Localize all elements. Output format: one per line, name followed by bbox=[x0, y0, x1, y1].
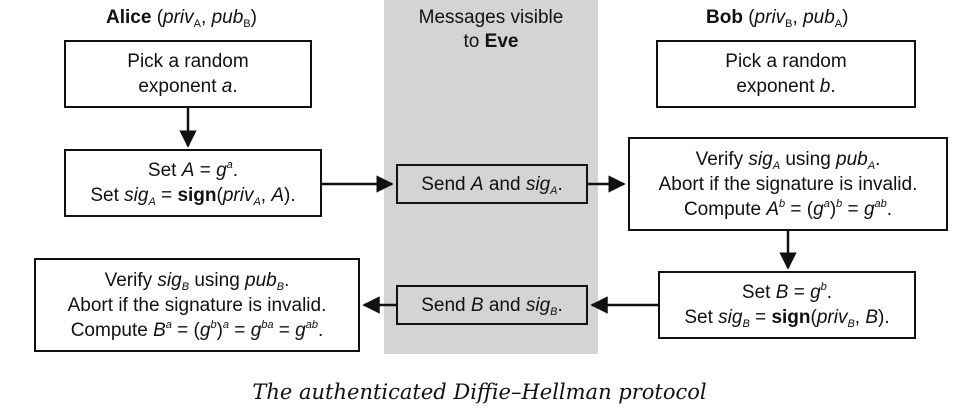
eve-title-line-1: Messages visible bbox=[418, 7, 564, 28]
bob-verify-box: Verify sigA using pubA. Abort if the sig… bbox=[628, 137, 948, 231]
eve-title-line-2: to Eve bbox=[463, 31, 519, 52]
bob-pick-exponent-box: Pick a random exponent b. bbox=[656, 40, 916, 108]
bob-compute-and-sign-box: Set B = gb. Set sigB = sign(privB, B). bbox=[658, 271, 916, 339]
send-a-message-box: Send A and sigA. bbox=[396, 164, 588, 204]
bob-column-title: Bob (privB, pubA) bbox=[706, 7, 849, 30]
eve-column-title: Messages visible to Eve bbox=[384, 6, 598, 54]
figure-caption: The authenticated Diffie–Hellman protoco… bbox=[252, 380, 707, 404]
alice-pick-exponent-box: Pick a random exponent a. bbox=[64, 40, 312, 108]
alice-compute-and-sign-box: Set A = ga. Set sigA = sign(privA, A). bbox=[64, 149, 322, 217]
send-b-message-box: Send B and sigB. bbox=[396, 285, 588, 325]
alice-verify-box: Verify sigB using pubB. Abort if the sig… bbox=[34, 258, 360, 352]
alice-column-title: Alice (privA, pubB) bbox=[106, 7, 257, 30]
